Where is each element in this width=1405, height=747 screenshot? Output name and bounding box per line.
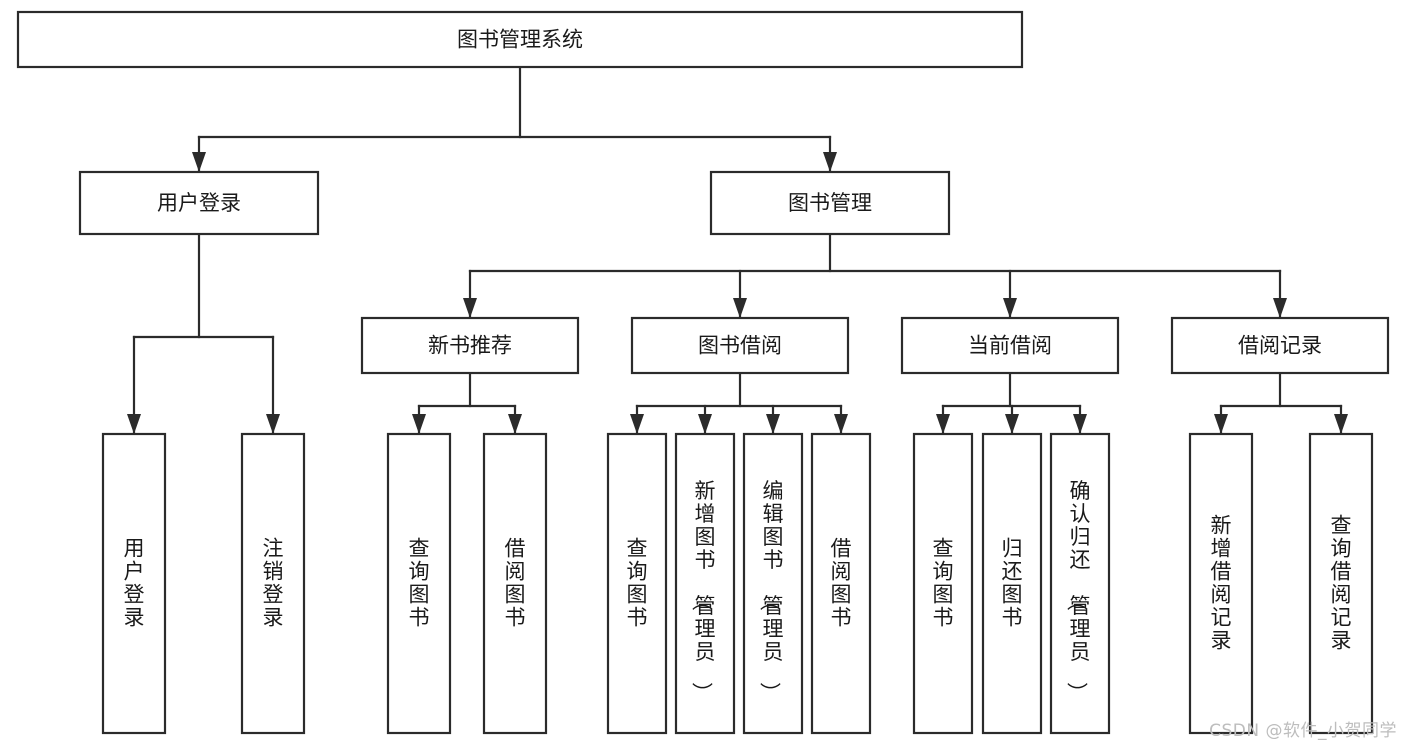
node-box[interactable]: [900, 316, 1120, 375]
node-root-图书管理系统[interactable]: 图书管理系统: [16, 10, 1024, 69]
node-leaf-query-book-2[interactable]: 查询图书: [606, 432, 668, 735]
edge-book-manage-to-level3: [463, 232, 1287, 319]
node-box[interactable]: [606, 432, 668, 735]
edge-user-login-to-leaves: [127, 232, 280, 435]
node-box[interactable]: [630, 316, 850, 375]
node-box[interactable]: [1308, 432, 1374, 735]
node-leaf-edit-book[interactable]: 编辑图书（管理员）: [742, 432, 804, 735]
node-leaf-user-login[interactable]: 用户登录: [101, 432, 167, 735]
node-leaf-return-book[interactable]: 归还图书: [981, 432, 1043, 735]
node-leaf-confirm-return[interactable]: 确认归还（管理员）: [1049, 432, 1111, 735]
node-leaf-add-book[interactable]: 新增图书（管理员）: [674, 432, 736, 735]
node-box[interactable]: [742, 432, 804, 735]
node-leaf-query-book-3[interactable]: 查询图书: [912, 432, 974, 735]
node-user-login[interactable]: 用户登录: [78, 170, 320, 236]
edge-new-book-rec-to-leaves: [412, 371, 522, 435]
edge-book-borrow-to-leaves: [630, 371, 848, 435]
node-box[interactable]: [101, 432, 167, 735]
node-label: 查询图书: [409, 536, 430, 629]
node-label: 用户登录: [124, 536, 145, 629]
node-box[interactable]: [674, 432, 736, 735]
node-borrow-record[interactable]: 借阅记录: [1170, 316, 1390, 375]
node-label: 借阅图书: [505, 536, 526, 629]
node-label: 查询借阅记录: [1331, 513, 1352, 652]
node-label: 图书管理: [788, 191, 872, 215]
node-book-manage[interactable]: 图书管理: [709, 170, 951, 236]
node-label: 编辑图书（管理员）: [758, 479, 784, 703]
arrow-head-icon: [698, 414, 712, 434]
arrow-head-icon: [127, 414, 141, 434]
node-box[interactable]: [240, 432, 306, 735]
node-box[interactable]: [78, 170, 320, 236]
node-box[interactable]: [1049, 432, 1111, 735]
arrow-head-icon: [1073, 414, 1087, 434]
arrow-head-icon: [1214, 414, 1228, 434]
node-label: 查询图书: [933, 536, 954, 629]
node-leaf-borrow-book-2[interactable]: 借阅图书: [810, 432, 872, 735]
arrow-head-icon: [463, 298, 477, 318]
node-box[interactable]: [810, 432, 872, 735]
arrow-head-icon: [1005, 414, 1019, 434]
node-new-book-rec[interactable]: 新书推荐: [360, 316, 580, 375]
arrow-head-icon: [1003, 298, 1017, 318]
arrow-head-icon: [1334, 414, 1348, 434]
connector-layer: [127, 65, 1348, 435]
node-box[interactable]: [386, 432, 452, 735]
arrow-head-icon: [936, 414, 950, 434]
node-box[interactable]: [1188, 432, 1254, 735]
node-label: 图书借阅: [698, 334, 782, 358]
node-label: 确认归还（管理员）: [1065, 479, 1091, 703]
node-box[interactable]: [360, 316, 580, 375]
edge-current-borrow-to-leaves: [936, 371, 1087, 435]
node-leaf-add-record[interactable]: 新增借阅记录: [1188, 432, 1254, 735]
node-label: 注销登录: [263, 536, 284, 629]
node-layer: 图书管理系统用户登录图书管理新书推荐图书借阅当前借阅借阅记录用户登录注销登录查询…: [16, 10, 1390, 735]
node-box[interactable]: [1170, 316, 1390, 375]
node-label: 新书推荐: [428, 334, 512, 358]
node-box[interactable]: [482, 432, 548, 735]
node-leaf-user-logout[interactable]: 注销登录: [240, 432, 306, 735]
node-leaf-query-record[interactable]: 查询借阅记录: [1308, 432, 1374, 735]
node-leaf-borrow-book-1[interactable]: 借阅图书: [482, 432, 548, 735]
node-label: 查询图书: [627, 536, 648, 629]
arrow-head-icon: [733, 298, 747, 318]
arrow-head-icon: [192, 152, 206, 172]
node-label: 归还图书: [1002, 536, 1023, 629]
node-current-borrow[interactable]: 当前借阅: [900, 316, 1120, 375]
node-leaf-query-book-1[interactable]: 查询图书: [386, 432, 452, 735]
node-box[interactable]: [981, 432, 1043, 735]
node-label: 借阅记录: [1238, 334, 1322, 358]
node-label: 借阅图书: [831, 536, 852, 629]
arrow-head-icon: [1273, 298, 1287, 318]
node-label: 用户登录: [157, 191, 241, 215]
node-label: 新增图书（管理员）: [690, 479, 716, 703]
node-book-borrow[interactable]: 图书借阅: [630, 316, 850, 375]
node-label: 当前借阅: [968, 334, 1052, 358]
arrow-head-icon: [266, 414, 280, 434]
csdn-watermark: CSDN @软件_小贺同学: [1209, 721, 1397, 741]
arrow-head-icon: [823, 152, 837, 172]
arrow-head-icon: [766, 414, 780, 434]
node-box[interactable]: [16, 10, 1024, 69]
arrow-head-icon: [630, 414, 644, 434]
arrow-head-icon: [508, 414, 522, 434]
edge-root-to-level2: [192, 65, 837, 173]
arrow-head-icon: [834, 414, 848, 434]
node-label: 图书管理系统: [457, 28, 583, 52]
node-box[interactable]: [912, 432, 974, 735]
edge-borrow-record-to-leaves: [1214, 371, 1348, 435]
node-box[interactable]: [709, 170, 951, 236]
arrow-head-icon: [412, 414, 426, 434]
node-label: 新增借阅记录: [1211, 513, 1232, 652]
